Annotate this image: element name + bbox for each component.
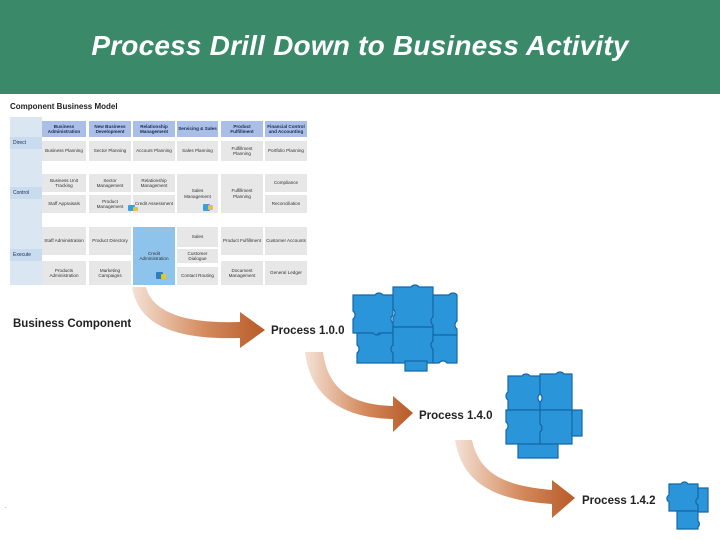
cbm-cell: Sales Management [177,174,218,213]
puzzle-cluster-small [666,481,709,530]
column-header: Servicing & Sales [177,121,218,137]
cbm-cell: Compliance [265,174,307,192]
cbm-cell: Fulfillment Planning [221,174,263,213]
puzzle-icon [161,274,166,279]
puzzle-icon [203,204,210,211]
cbm-cell: Staff Administration [42,227,86,255]
title-banner: Process Drill Down to Business Activity [0,0,720,94]
cbm-cell: Marketing Campaigns [89,261,131,285]
puzzle-cluster-large [352,284,458,372]
process-label: Process 1.4.2 [582,495,656,507]
cbm-cell: Sector Planning [89,141,131,161]
cbm-cell: Portfolio Planning [265,141,307,161]
row-label-control: Control [10,187,42,199]
slide-title: Process Drill Down to Business Activity [91,30,629,61]
process-label: Process 1.0.0 [271,325,345,337]
arrow-2 [305,352,413,432]
cbm-cell: Product Management [89,195,131,213]
puzzle-icon [128,205,135,211]
cbm-cell: Sales [177,227,218,247]
arrow-1 [132,287,265,348]
cbm-cell: Relationship Management [133,174,175,192]
component-business-model-grid: Business Administration New Business Dev… [10,117,308,289]
cbm-cell: Account Planning [133,141,175,161]
cbm-cell: Credit Assessment [133,195,175,213]
cbm-cell: Product Directory [89,227,131,255]
column-header: New Business Development [89,121,131,137]
row-label-direct: Direct [10,137,42,149]
column-header: Relationship Management [133,121,175,137]
business-component-label: Business Component [13,318,132,330]
cbm-cell: Fulfillment Planning [221,141,263,161]
arrow-3 [455,440,575,518]
cbm-cell: Sales Planning [177,141,218,161]
row-label-execute: Execute [10,249,42,261]
cbm-cell: Reconciliation [265,195,307,213]
column-header: Financial Control and Accounting [265,121,307,137]
cbm-cell: Staff Appraisals [42,195,86,213]
cbm-cell: Sector Management [89,174,131,192]
cbm-cell: Business Unit Tracking [42,174,86,192]
cbm-title: Component Business Model [10,102,118,111]
puzzle-icon [133,207,138,211]
cbm-cell: Products Administration [42,261,86,285]
column-header: Product Fulfillment [221,121,263,137]
cbm-cell: General Ledger [265,261,307,285]
cbm-cell: Business Planning [42,141,86,161]
cbm-cell: Document Management [221,261,263,285]
puzzle-icon [208,205,213,210]
cbm-cell: Customer Accounts [265,227,307,255]
cbm-cell: Product Fulfillment [221,227,263,255]
cbm-cell: Contact Routing [177,267,218,285]
footer-mark: . [5,504,7,510]
highlighted-business-component: Credit Administration [133,227,175,285]
column-header: Business Administration [42,121,86,137]
puzzle-cluster-medium [505,371,583,459]
puzzle-icon [156,272,163,279]
process-label: Process 1.4.0 [419,410,493,422]
cbm-cell: Customer Dialogue [177,249,218,263]
